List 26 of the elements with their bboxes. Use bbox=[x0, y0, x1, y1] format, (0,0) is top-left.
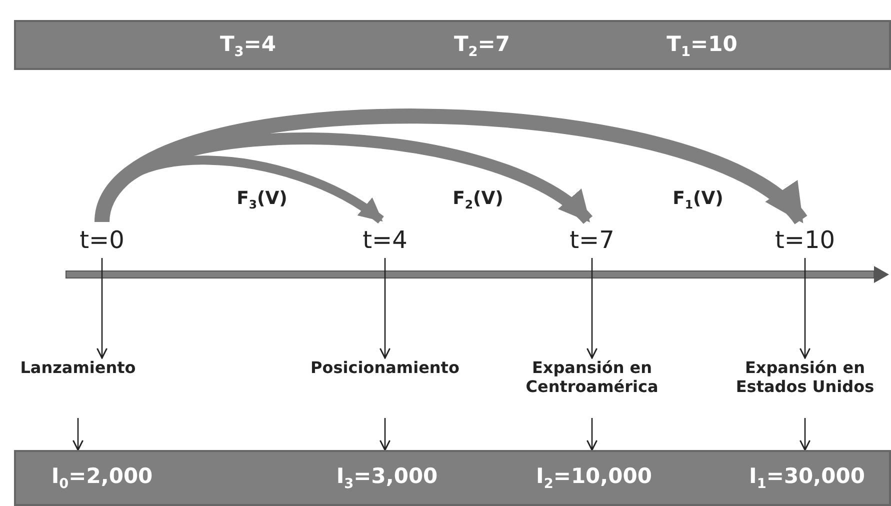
investment-value: I$_{3}$=3,000 bbox=[336, 464, 438, 492]
time-label: t=0 bbox=[80, 226, 124, 254]
period-label: T$_{2}$=7 bbox=[454, 32, 510, 60]
period-label: T$_{3}$=4 bbox=[220, 32, 276, 60]
header-band bbox=[14, 20, 891, 70]
time-label: t=4 bbox=[362, 226, 408, 254]
stage-label: Expansión en Estados Unidos bbox=[734, 358, 876, 396]
investment-value: I$_{0}$=2,000 bbox=[51, 464, 153, 492]
time-label: t=10 bbox=[774, 226, 836, 254]
curved-arrow bbox=[94, 108, 806, 226]
time-label: t=7 bbox=[570, 226, 614, 254]
investment-value: I$_{1}$=30,000 bbox=[749, 464, 865, 492]
arrow bbox=[586, 418, 598, 451]
stage-label: Posicionamiento bbox=[310, 358, 460, 377]
investment-value: I$_{2}$=10,000 bbox=[536, 464, 652, 492]
arrow bbox=[72, 418, 84, 451]
arrow bbox=[799, 418, 811, 451]
stage-label: Expansión en Centroamérica bbox=[524, 358, 660, 396]
arrow bbox=[379, 258, 391, 359]
arrow bbox=[799, 258, 811, 359]
period-label: T$_{1}$=10 bbox=[666, 32, 738, 60]
stage-label: Lanzamiento bbox=[20, 358, 136, 377]
arrow bbox=[586, 258, 598, 359]
investment-band bbox=[14, 450, 891, 506]
arrow bbox=[379, 418, 391, 451]
arrow bbox=[96, 258, 108, 359]
